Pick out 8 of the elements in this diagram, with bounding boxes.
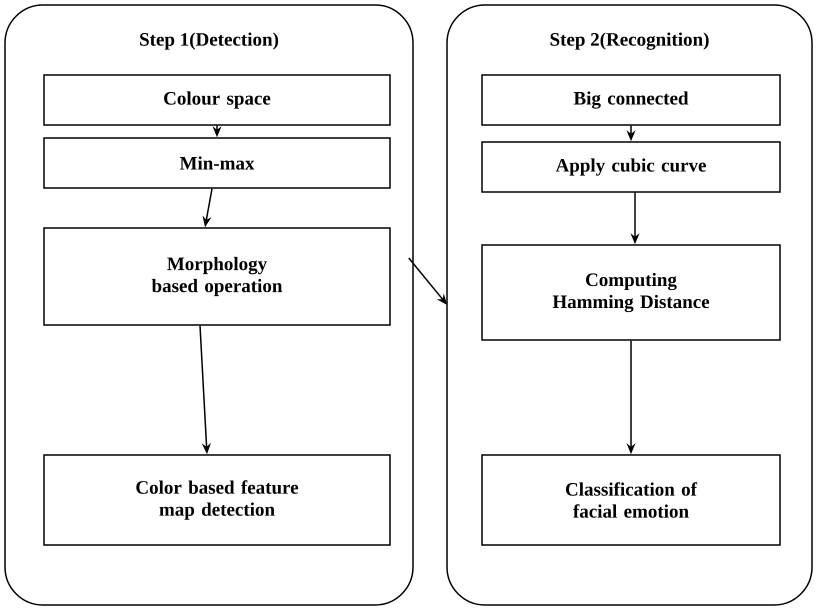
process-box: Apply cubic curve	[481, 141, 781, 193]
process-box: Color based feature map detection	[43, 454, 391, 546]
process-box: Classification of facial emotion	[481, 454, 781, 546]
process-box: Computing Hamming Distance	[481, 244, 781, 341]
process-box: Min-max	[43, 137, 391, 189]
process-box: Morphology based operation	[43, 227, 391, 326]
process-box: Colour space	[43, 74, 391, 126]
process-box: Big connected	[481, 74, 781, 126]
